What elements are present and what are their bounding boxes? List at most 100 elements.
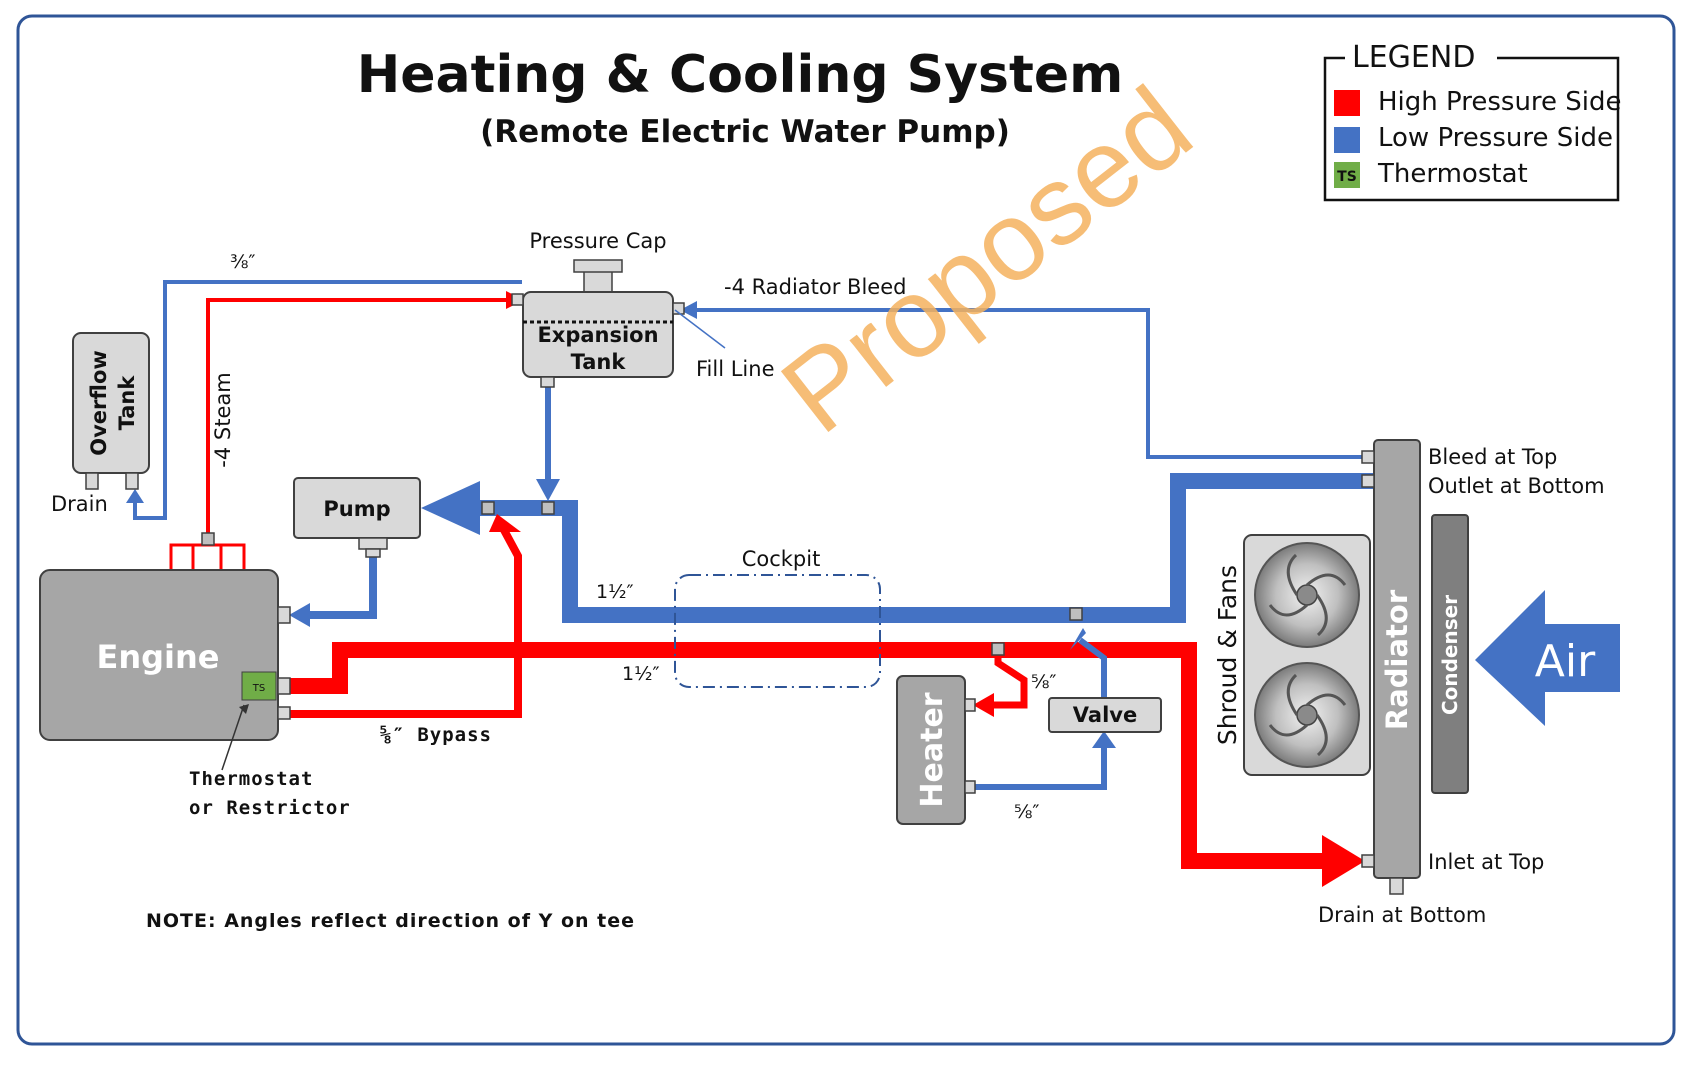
legend-swatch-ts-text: TS (1337, 169, 1357, 185)
legend-label-low: Low Pressure Side (1378, 123, 1613, 153)
expansion-tank-port-left (511, 293, 524, 306)
legend-swatch-thermostat (1334, 162, 1360, 188)
pump (293, 477, 421, 539)
expansion-tank (522, 291, 674, 378)
condenser (1431, 514, 1469, 794)
legend-heading: LEGEND (1352, 40, 1475, 75)
heater-valve-label: Valve (1073, 703, 1137, 727)
overflow-tank-port-left (85, 472, 99, 490)
diagram-subtitle: (Remote Electric Water Pump) (480, 114, 1010, 150)
tee-fitting-left (481, 501, 495, 515)
fan-icon (1254, 542, 1360, 648)
heater-supply-fitting (991, 642, 1005, 656)
pump-outlet-nozzle (365, 548, 381, 558)
radiator-inlet-port (1361, 854, 1375, 868)
thermostat-pointer (221, 704, 245, 771)
steam-fitting (201, 532, 215, 546)
pipe-heater-to-valve (969, 745, 1107, 790)
pipe-bypass (290, 528, 522, 718)
tee-fitting-right (541, 501, 555, 515)
heater-out-size-label: ⅝″ (1014, 801, 1040, 823)
pipe-to-heater (990, 650, 1028, 709)
thermostat-label-1: Thermostat (189, 768, 313, 790)
outlet-at-bottom-label: Outlet at Bottom (1428, 474, 1605, 498)
footnote: NOTE: Angles reflect direction of Y on t… (146, 910, 635, 932)
arrow-tank-to-tee (536, 479, 560, 501)
cockpit-label: Cockpit (742, 547, 821, 571)
thermostat-badge-text: TS (252, 683, 265, 694)
arrow-bypass-to-tee (489, 514, 521, 532)
pipe-radiator-bleed (695, 308, 1374, 459)
pump-label: Pump (323, 497, 390, 521)
drain-label: Drain (51, 492, 108, 516)
pressure-cap[interactable] (573, 259, 623, 273)
heater (896, 675, 966, 825)
expansion-tank-label-2: Tank (571, 350, 627, 374)
pipe-low-pressure-main (480, 473, 1374, 623)
arrow-into-heater (973, 693, 994, 717)
legend-label-thermostat: Thermostat (1377, 159, 1528, 189)
thermostat-badge (241, 671, 277, 701)
pipe-valve-to-low (1078, 637, 1107, 697)
condenser-label: Condenser (1438, 595, 1462, 715)
cockpit-outline (674, 574, 881, 688)
thermostat-label-2: or Restrictor (189, 797, 351, 819)
arrow-into-valve (1092, 731, 1116, 748)
bleed-at-top-label: Bleed at Top (1428, 445, 1557, 469)
fan-icon (1254, 662, 1360, 768)
heater-inlet-port (964, 698, 976, 712)
overflow-tank-label-2: Tank (115, 375, 139, 431)
diagram-title: Heating & Cooling System (357, 45, 1124, 105)
heater-valve[interactable] (1048, 697, 1162, 733)
high-pipe-size-label: 1½″ (622, 663, 660, 685)
thermostat-pointer-head (239, 704, 249, 714)
legend-label-high: High Pressure Side (1378, 87, 1622, 117)
arrow-into-pump (421, 481, 480, 535)
arrow-pump-to-engine (289, 603, 310, 627)
low-pipe-size-label: 1½″ (596, 581, 634, 603)
pipe-overflow-line (133, 280, 522, 520)
inlet-at-top-label: Inlet at Top (1428, 850, 1544, 874)
overflow-tank-label-1: Overflow (87, 350, 111, 456)
radiator-outlet-port (1361, 474, 1375, 488)
radiator-label: Radiator (1380, 589, 1414, 730)
air-arrow-icon (1475, 590, 1620, 726)
overflow-tank-port-right (125, 472, 139, 490)
pump-outlet (358, 537, 388, 550)
arrow-valve-to-low (1070, 628, 1086, 650)
three-eighths-label: ⅜″ (230, 251, 256, 273)
fill-line-label: Fill Line (696, 357, 775, 381)
bypass-label: ⅝″ Bypass (380, 724, 492, 746)
engine-label: Engine (97, 638, 220, 676)
overflow-tank (72, 332, 150, 474)
steam-label: -4 Steam (211, 372, 235, 467)
expansion-tank-port-right (672, 302, 685, 315)
legend-swatch-high (1334, 90, 1360, 116)
arrow-into-radiator (1322, 835, 1365, 887)
expansion-tank-port-bottom (540, 376, 555, 388)
pipe-pump-to-engine (308, 549, 377, 619)
arrow-to-overflow-drain (126, 489, 144, 503)
engine-outlet-port (277, 677, 291, 695)
radiator-bleed-port (1361, 450, 1375, 464)
legend: LEGEND High Pressure Side Low Pressure S… (1323, 40, 1622, 202)
valve-return-fitting (1069, 607, 1083, 621)
drain-at-bottom-label: Drain at Bottom (1318, 903, 1486, 927)
radiator-drain-port (1389, 877, 1404, 895)
heater-outlet-port (964, 780, 976, 794)
engine-inlet-port (277, 606, 291, 624)
air-label: Air (1535, 636, 1596, 687)
engine (39, 569, 279, 741)
expansion-tank-label-1: Expansion (537, 323, 658, 347)
heater-in-size-label: ⅝″ (1031, 671, 1057, 693)
arrow-bleed-to-tank (680, 301, 697, 319)
shroud-fans-label: Shroud & Fans (1213, 565, 1242, 745)
engine-bypass-port (277, 706, 291, 720)
pressure-cap-label: Pressure Cap (529, 229, 666, 253)
pressure-cap-stem (583, 269, 613, 293)
heater-label: Heater (915, 692, 950, 807)
legend-swatch-low (1334, 127, 1360, 153)
pipe-steam-line (206, 298, 510, 539)
engine-steam-manifold (169, 543, 246, 570)
outer-frame (16, 14, 1676, 1046)
